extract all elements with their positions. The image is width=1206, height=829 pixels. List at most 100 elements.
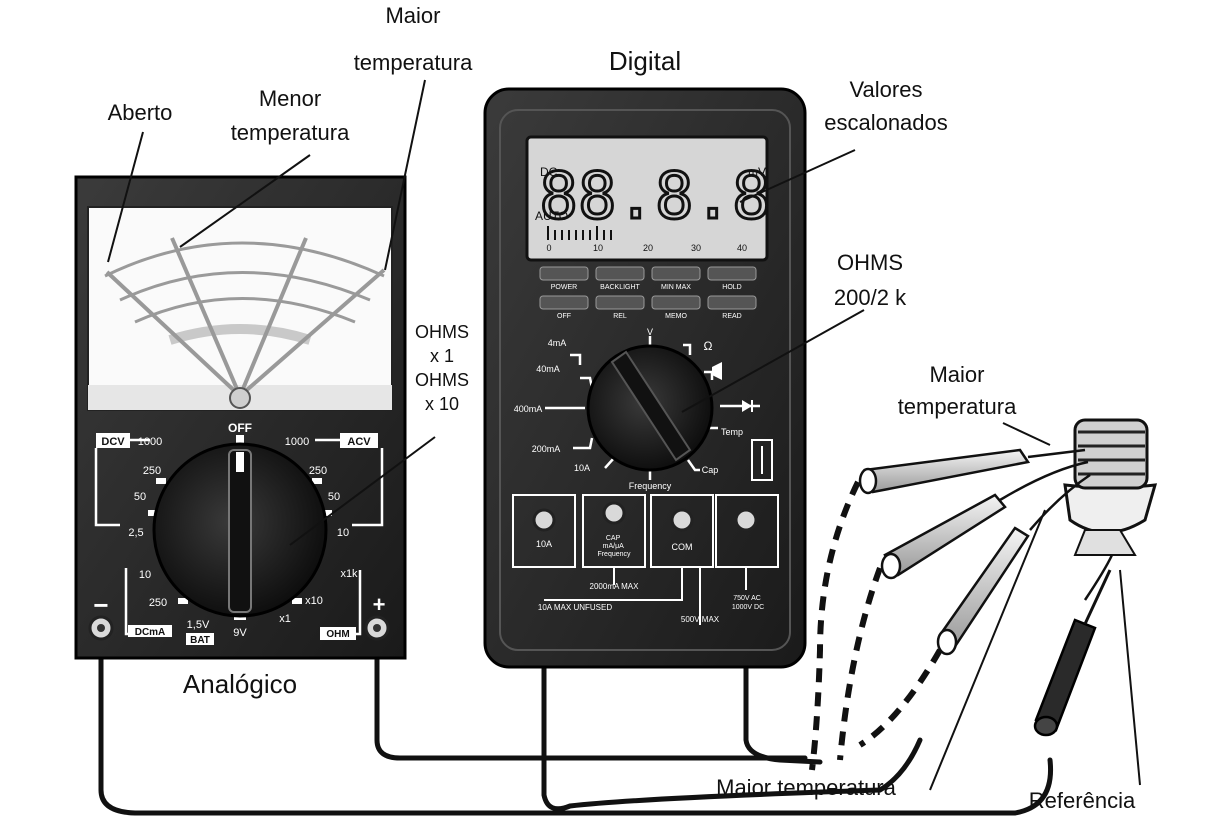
jack-10a[interactable]	[532, 508, 556, 532]
ma-range-10: 10	[139, 569, 151, 581]
ohms-analog-line3: OHMS	[415, 370, 469, 390]
minmax-label: MIN MAX	[661, 284, 691, 291]
bat-label: BAT	[190, 635, 210, 646]
maior-temp-right-line1: Maior	[929, 362, 984, 387]
button-row-top	[539, 266, 757, 281]
needle-positions	[105, 237, 386, 398]
bar-tick-40: 40	[737, 243, 747, 253]
rel-button[interactable]	[595, 295, 645, 310]
diode-icon	[742, 400, 752, 412]
ohm-label: OHM	[326, 629, 349, 640]
jack-volt-ohm[interactable]	[734, 508, 758, 532]
ohms-analog-line4: x 10	[425, 394, 459, 414]
maior-temp-bottom: Maior temperatura	[716, 775, 897, 800]
caption-750v-line-1: 750V AC	[733, 595, 761, 602]
caption-750v-line-2: 1000V DC	[732, 604, 764, 611]
acv-label: ACV	[347, 436, 371, 448]
thermocouple-body	[1073, 418, 1149, 490]
jack-caption-lines	[544, 567, 747, 625]
read-label: READ	[722, 313, 741, 320]
acv-range-50: 50	[328, 491, 340, 503]
thermocouple-wires	[999, 448, 1114, 601]
acv-range-250: 250	[309, 465, 327, 477]
menor-temp-line1: Menor	[259, 86, 321, 111]
mirror-band	[168, 324, 312, 345]
off-btn-label: OFF	[557, 313, 571, 320]
off-button[interactable]	[539, 295, 589, 310]
ma-range-250: 250	[149, 597, 167, 609]
callout-lines	[107, 79, 1141, 791]
button-row-bottom	[539, 295, 757, 310]
backlight-button[interactable]	[595, 266, 645, 281]
maior-temp-top-line1: Maior	[385, 3, 440, 28]
ohms-digital-line1: OHMS	[837, 250, 903, 275]
valores-line2: escalonados	[824, 110, 948, 135]
jack-cap-line-3: Frequency	[597, 551, 631, 558]
maior-temp-top-line2: temperatura	[354, 50, 473, 75]
digital-title: Digital	[609, 46, 681, 76]
referencia-label: Referência	[1029, 788, 1136, 813]
ohm-range-x1: x1	[279, 613, 291, 625]
probe-1	[858, 448, 1031, 495]
dial-cap: Cap	[702, 465, 719, 475]
rel-label: REL	[613, 313, 627, 320]
ohms-analog-line1: OHMS	[415, 322, 469, 342]
probe-reference	[1033, 569, 1112, 737]
jack-com[interactable]	[670, 508, 694, 532]
analog-scale-window	[87, 206, 393, 411]
menor-temp-line2: temperatura	[231, 120, 350, 145]
maior-temp-right-line2: temperatura	[898, 394, 1017, 419]
analogico-title: Analógico	[183, 669, 297, 699]
scale-arcs	[104, 241, 385, 324]
lcd-display	[525, 135, 769, 262]
auto-indicator: AUTO	[535, 209, 568, 223]
speaker-icon	[712, 362, 722, 380]
caption-2000ma: 2000mA MAX	[590, 582, 640, 591]
ohms-digital-line2: 200/2 k	[834, 285, 907, 310]
jack-com-label: COM	[672, 542, 693, 552]
dc-indicator: DC	[540, 165, 558, 179]
bar-tick-0: 0	[546, 243, 551, 253]
hold-button[interactable]	[707, 266, 757, 281]
jack-cap-ma[interactable]	[602, 501, 626, 525]
test-leads	[98, 525, 1054, 816]
jack-cap-label: CAP mA/μA Frequency	[597, 535, 631, 558]
digital-multimeter: DC mV AUTO 88.8.8 0 10 20 30 40 POWER BA…	[483, 87, 807, 669]
dial-200ma: 200mA	[532, 444, 561, 454]
aberto-label: Aberto	[108, 100, 173, 125]
dcv-range-50: 50	[134, 491, 146, 503]
digital-knob-pointer	[610, 350, 692, 462]
jack-cap-line-1: CAP	[606, 535, 621, 542]
ohm-range-x1k: x1k	[340, 568, 358, 580]
caption-750v: 750V AC 1000V DC	[732, 595, 764, 611]
thermocouple-base	[1063, 483, 1158, 534]
dcv-range-250: 250	[143, 465, 161, 477]
dial-v: V	[647, 327, 653, 337]
mv-indicator: mV	[748, 165, 766, 179]
acv-range-1000: 1000	[285, 436, 309, 448]
jack-10a-label: 10A	[536, 539, 552, 549]
power-label: POWER	[551, 284, 577, 291]
dial-ohm: Ω	[704, 339, 713, 353]
acv-range-10: 10	[337, 527, 349, 539]
dial-temp: Temp	[721, 427, 743, 437]
minmax-button[interactable]	[651, 266, 701, 281]
memo-button[interactable]	[651, 295, 701, 310]
ohm-range-x10: x10	[305, 595, 323, 607]
9v-label: 9V	[233, 627, 247, 639]
power-button[interactable]	[539, 266, 589, 281]
ohms-analog-line2: x 1	[430, 346, 454, 366]
probe-3	[936, 526, 1030, 656]
dial-40ma: 40mA	[536, 364, 560, 374]
dial-400ma: 400mA	[514, 404, 543, 414]
lcd-digits: 88.8.8	[539, 160, 770, 234]
backlight-label: BACKLIGHT	[600, 284, 640, 291]
dial-4ma: 4mA	[548, 338, 567, 348]
read-button[interactable]	[707, 295, 757, 310]
memo-label: MEMO	[665, 313, 687, 320]
off-label: OFF	[228, 421, 252, 435]
thermocouple-assembly	[809, 418, 1158, 771]
analog-multimeter: DCV ACV OFF 1000 250 50 2,5 1000 250 50 …	[74, 175, 407, 660]
annotation-labels: Maior temperatura Aberto Menor temperatu…	[108, 3, 1136, 813]
valores-line1: Valores	[850, 77, 923, 102]
